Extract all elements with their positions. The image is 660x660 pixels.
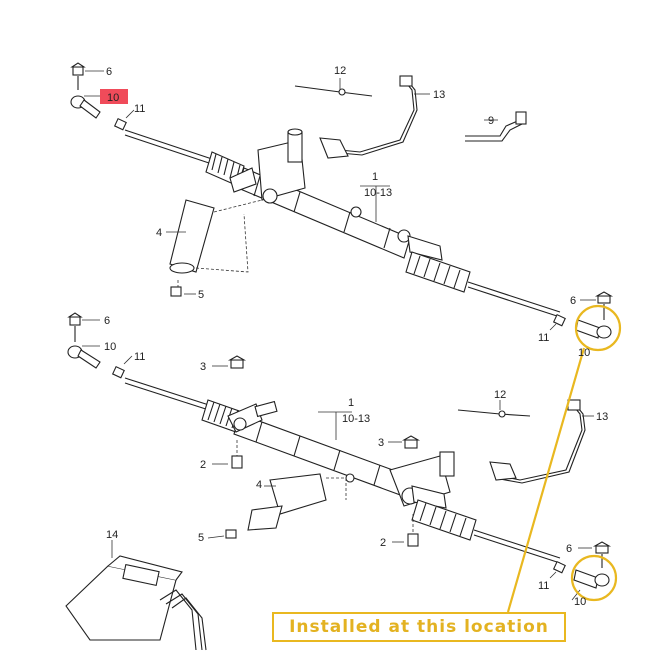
upper-right-boot [405, 251, 471, 293]
label-12-lower: 12 [494, 389, 506, 401]
upper-rack-housing [229, 128, 443, 261]
label-10-lower: 10 [104, 341, 116, 353]
label-10-lower-right: 10 [574, 596, 586, 608]
upper-assembly [70, 62, 614, 339]
label-1-lower: 1 [348, 397, 354, 409]
label-2-lower: 2 [200, 459, 206, 471]
label-9: 9 [488, 115, 494, 127]
callout-text: Installed at this location [289, 617, 549, 637]
label-1: 1 [372, 171, 378, 183]
lower-rack-housing [227, 400, 455, 509]
label-12: 12 [334, 65, 346, 77]
lower-right-boot [411, 499, 477, 541]
lower-bracket-4 [247, 473, 327, 531]
module-14 [65, 555, 207, 651]
label-11-lower: 11 [134, 351, 145, 363]
label-13-lower: 13 [596, 411, 608, 423]
label-5-lower: 5 [198, 532, 204, 544]
upper-bracket-4 [169, 199, 215, 274]
label-4-lower: 4 [256, 479, 262, 491]
label-2-lower-b: 2 [380, 537, 386, 549]
label-3-lower: 3 [200, 361, 206, 373]
label-11: 11 [134, 103, 145, 115]
upper-left-tie-rod-end [70, 62, 127, 131]
label-6-lower: 6 [104, 315, 110, 327]
installed-location-callout: Installed at this location [272, 612, 566, 642]
label-14: 14 [106, 529, 118, 541]
highlight-box [100, 89, 128, 104]
lower-right-tie-rod-end [552, 541, 612, 589]
label-10-highlighted: 10 [107, 92, 119, 104]
label-6-lower-right: 6 [566, 543, 572, 555]
lower-assembly [65, 312, 612, 651]
label-3-lower-b: 3 [378, 437, 384, 449]
label-1-range: 10-13 [364, 187, 392, 199]
upper-right-tie-rod-end [552, 291, 614, 339]
label-1-range-lower: 10-13 [342, 413, 370, 425]
lower-left-tie-rod-end [67, 312, 125, 379]
label-11-right: 11 [538, 332, 549, 344]
callout-markers [506, 304, 622, 613]
label-13: 13 [433, 89, 445, 101]
label-5: 5 [198, 289, 204, 301]
label-6-right: 6 [570, 295, 576, 307]
label-10-right: 10 [578, 347, 590, 359]
label-11-lower-right: 11 [538, 580, 549, 592]
label-4: 4 [156, 227, 162, 239]
label-6: 6 [106, 66, 112, 78]
